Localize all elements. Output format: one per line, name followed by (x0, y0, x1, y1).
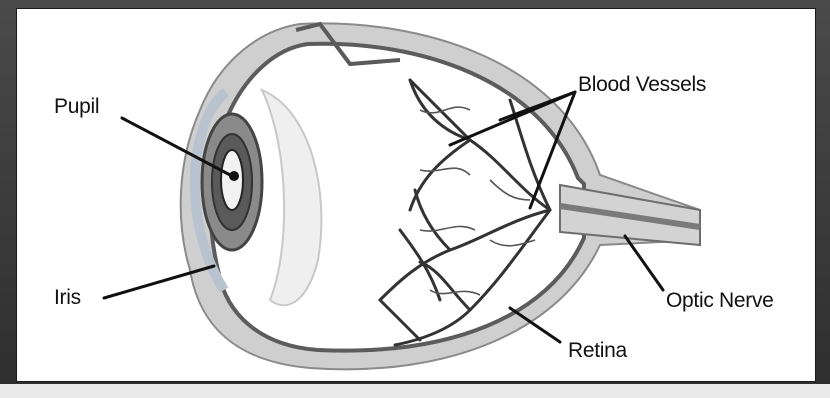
label-retina: Retina (568, 340, 627, 361)
label-iris: Iris (54, 287, 81, 308)
label-pupil: Pupil (54, 96, 99, 117)
optic-nerve-pointer (625, 236, 663, 290)
label-blood-vessels: Blood Vessels (578, 74, 706, 95)
label-optic-nerve: Optic Nerve (666, 290, 774, 311)
